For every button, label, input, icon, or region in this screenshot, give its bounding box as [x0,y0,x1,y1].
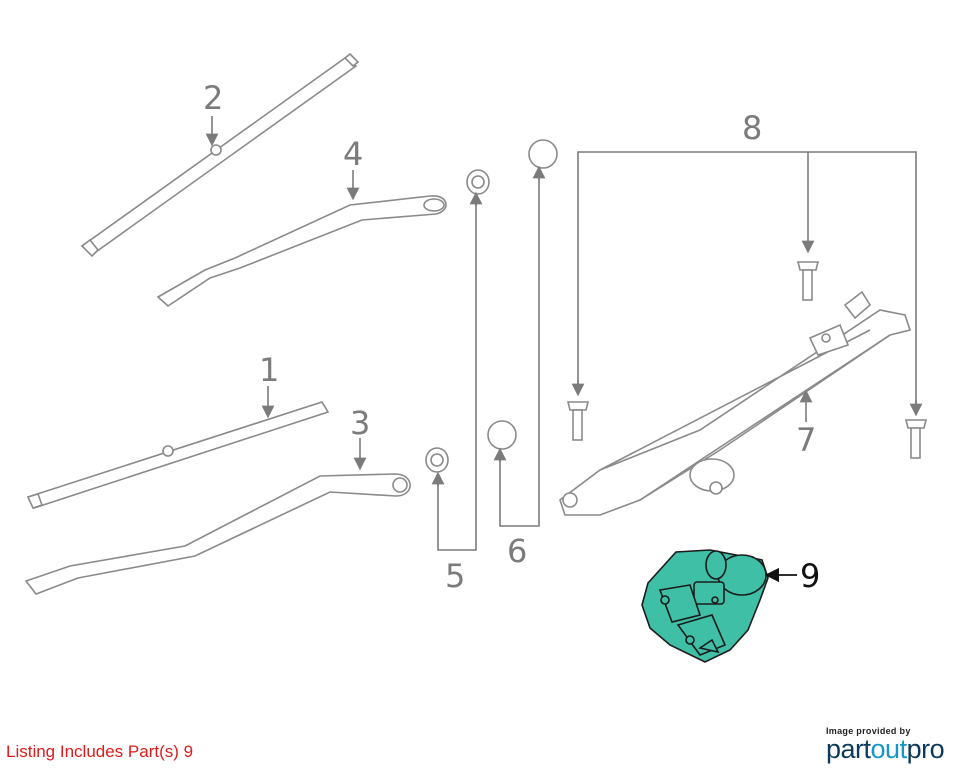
partoutpro-logo: partoutpro [826,734,956,765]
callout-9: 9 [800,557,821,595]
part-2-wiper-blade [80,52,360,258]
part-6-caps [487,139,558,527]
logo-part: part [826,734,871,764]
callout-2: 2 [203,79,224,117]
part-5-nuts [425,169,490,551]
callout-3: 3 [350,404,371,442]
callout-1: 1 [259,351,280,389]
part-4-wiper-arm [156,170,447,308]
listing-note: Listing Includes Part(s) 9 [6,742,194,761]
image-credit: Image provided by partoutpro [826,726,956,765]
credit-caption: Image provided by [826,726,911,736]
callout-6: 6 [507,532,528,570]
callout-7: 7 [796,421,817,459]
part-7-wiper-linkage [559,290,912,516]
part-1-wiper-blade [26,386,330,509]
part-8-bolts [566,151,928,459]
callout-5: 5 [445,557,466,595]
part-3-wiper-arm [24,438,411,595]
part-9-wiper-motor [641,549,797,663]
callout-4: 4 [343,135,364,173]
logo-pro: pro [906,734,945,764]
logo-out: out [870,734,908,764]
callout-8: 8 [742,109,763,147]
